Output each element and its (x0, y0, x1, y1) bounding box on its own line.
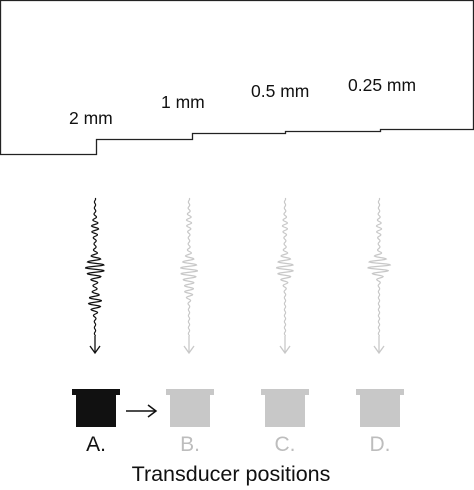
down-arrow-icon-d (373, 336, 385, 355)
echo-waveform-a (84, 197, 105, 337)
transducer-icon-b (166, 389, 214, 427)
transducer-icon-a (72, 389, 120, 427)
position-label-d: D. (370, 433, 391, 456)
thickness-label-0-5mm: 0.5 mm (251, 81, 309, 101)
transducer-icon-c (261, 389, 309, 427)
position-label-b: B. (180, 433, 200, 456)
thickness-label-2mm: 2 mm (69, 108, 113, 128)
echo-waveform-b (179, 197, 199, 337)
down-arrow-icon-c (279, 336, 291, 355)
down-arrow-icon-b (183, 336, 195, 355)
transducer-icon-d (356, 389, 404, 427)
move-right-arrow-icon (126, 404, 158, 418)
thickness-label-1mm: 1 mm (161, 92, 205, 112)
position-label-c: C. (275, 433, 296, 456)
echo-waveform-d (367, 197, 392, 337)
thickness-label-0-25mm: 0.25 mm (348, 75, 416, 95)
position-label-a: A. (86, 433, 106, 456)
down-arrow-icon-a (89, 336, 101, 355)
echo-waveform-c (275, 197, 294, 337)
diagram-caption: Transducer positions (132, 462, 331, 486)
